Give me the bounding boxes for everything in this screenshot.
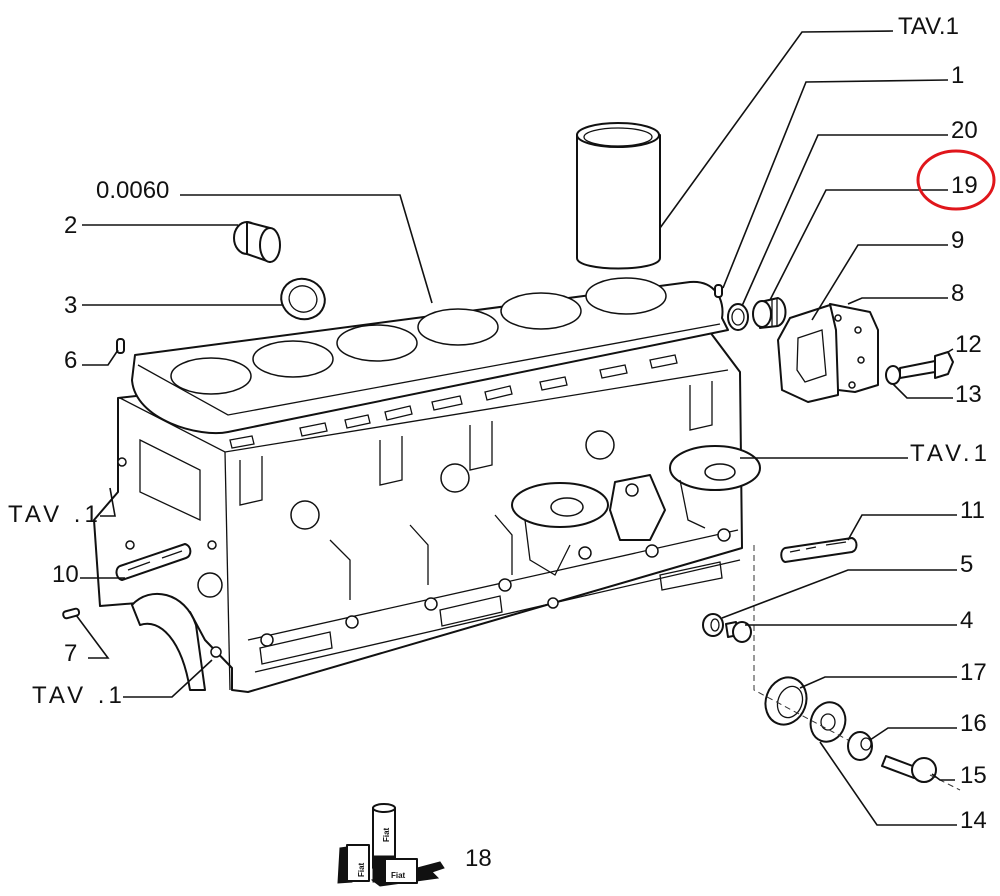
bolt-part-12 <box>899 351 954 379</box>
callout-part-0060: 0.0060 <box>96 177 169 204</box>
callout-part-12: 12 <box>955 331 982 358</box>
pump-boss <box>609 474 666 541</box>
callout-part-16: 16 <box>960 710 987 737</box>
callout-part-13: 13 <box>955 381 982 408</box>
callout-part-11: 11 <box>960 497 985 524</box>
dowel-pin-part-1 <box>714 284 723 298</box>
sealant-kit-part-18: Fiat Fiat Fiat <box>337 803 445 887</box>
callout-part-19[interactable]: 19 <box>951 172 978 199</box>
bushing-part-16 <box>847 731 873 761</box>
callout-tav1-bottom: TAV .1 <box>32 682 126 709</box>
cup-plug-part-2 <box>233 221 281 263</box>
callout-part-4: 4 <box>960 607 973 634</box>
callout-part-8: 8 <box>951 280 964 307</box>
callout-part-10: 10 <box>52 561 79 588</box>
callout-part-15: 15 <box>960 762 987 789</box>
callout-tav1-right: TAV.1 <box>910 440 991 467</box>
cover-plate-part-8 <box>829 303 879 393</box>
callout-part-18: 18 <box>465 845 492 872</box>
callout-part-17: 17 <box>960 659 987 686</box>
plug-part-4 <box>725 621 752 643</box>
stud-part-10 <box>115 543 192 581</box>
oil-filter-mount-2 <box>669 445 761 529</box>
callout-part-1: 1 <box>951 62 964 89</box>
kit-label-1: Fiat <box>357 862 366 877</box>
head-gasket <box>131 277 729 449</box>
washer-part-14 <box>809 701 847 743</box>
leader-lines <box>75 30 957 826</box>
callout-part-2: 2 <box>64 212 77 239</box>
seal-ring-part-20 <box>727 303 749 331</box>
callout-tav1-left: TAV .1 <box>8 501 102 528</box>
washer-part-13 <box>885 365 901 385</box>
callout-part-20: 20 <box>951 117 978 144</box>
screw-part-15 <box>881 755 937 783</box>
callout-part-9: 9 <box>951 227 964 254</box>
cylinder-liner <box>576 122 661 270</box>
seal-ring-part-3 <box>280 277 326 321</box>
callout-part-6: 6 <box>64 347 77 374</box>
callout-tav1-top: TAV.1 <box>898 13 959 40</box>
kit-label-3: Fiat <box>391 871 406 880</box>
callout-part-5: 5 <box>960 551 973 578</box>
callout-part-3: 3 <box>64 292 77 319</box>
kit-label-2: Fiat <box>382 827 391 842</box>
cover-gasket-part-9 <box>777 304 839 403</box>
callout-part-7: 7 <box>64 640 77 667</box>
seal-ring-part-17 <box>764 676 808 726</box>
threaded-plug-part-19 <box>752 297 787 329</box>
dowel-pin-part-6 <box>116 338 125 354</box>
stud-part-11 <box>780 537 858 563</box>
callout-part-14: 14 <box>960 807 987 834</box>
highlight-circle-part-19 <box>916 149 996 211</box>
dowel-pin-part-7 <box>62 607 81 620</box>
washer-part-5 <box>702 613 724 637</box>
callout-labels: TAV.1 1 20 19 9 8 12 13 TAV.1 11 5 4 17 … <box>8 13 991 872</box>
oil-filter-mount-1 <box>511 482 609 576</box>
